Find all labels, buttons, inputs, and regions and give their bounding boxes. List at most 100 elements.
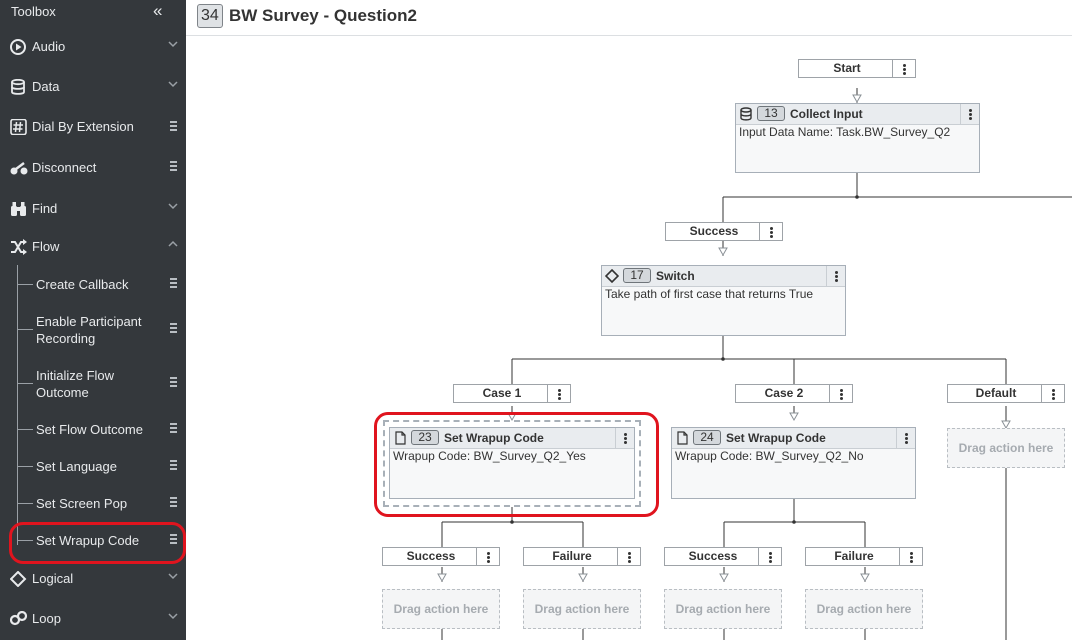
drag-handle-icon[interactable] <box>170 460 177 473</box>
binoculars-icon <box>11 202 26 216</box>
more-options-icon[interactable] <box>476 548 499 565</box>
case-label: Case 1 <box>482 386 522 400</box>
node-title: Collect Input <box>790 107 863 121</box>
drop-zone-default[interactable]: Drag action here <box>947 428 1065 468</box>
flow-item-label: Set Flow Outcome <box>36 422 143 437</box>
flow-item-initialize-flow-outcome[interactable]: Initialize Flow Outcome <box>0 366 186 402</box>
flow-item-label: Enable Participant Recording <box>36 314 142 346</box>
more-options-icon[interactable] <box>547 385 570 402</box>
drop-zone[interactable]: Drag action here <box>382 589 500 629</box>
category-logical[interactable]: Logical <box>0 564 186 594</box>
more-options-icon[interactable] <box>899 548 922 565</box>
category-audio[interactable]: Audio <box>0 32 186 62</box>
chevron-down-icon <box>168 41 178 48</box>
task-number-badge: 34 <box>197 4 223 28</box>
node-number-badge: 24 <box>693 430 721 445</box>
document-icon <box>395 431 406 445</box>
drop-zone[interactable]: Drag action here <box>664 589 782 629</box>
success-path-pill[interactable]: Success <box>665 222 783 241</box>
output-success-pill[interactable]: Success <box>664 547 782 566</box>
set-wrapup-code-node-yes[interactable]: 23 Set Wrapup Code Wrapup Code: BW_Surve… <box>389 427 635 499</box>
node-description: Input Data Name: Task.BW_Survey_Q2 <box>739 125 951 139</box>
collapse-toolbox-icon[interactable]: « <box>153 1 163 20</box>
category-label: Flow <box>32 239 60 254</box>
task-header: 34 BW Survey - Question2 <box>186 0 1072 36</box>
more-options-icon[interactable] <box>826 266 845 286</box>
node-number-badge: 17 <box>623 268 651 283</box>
flow-item-label: Set Language <box>36 459 117 474</box>
case-2-pill[interactable]: Case 2 <box>735 384 853 403</box>
switch-node[interactable]: 17 Switch Take path of first case that r… <box>601 265 846 336</box>
start-pill[interactable]: Start <box>798 59 916 78</box>
highlight-annotation <box>9 522 186 564</box>
category-loop[interactable]: Loop <box>0 604 186 634</box>
chevron-down-icon <box>168 203 178 210</box>
output-failure-pill[interactable]: Failure <box>523 547 641 566</box>
node-title: Switch <box>656 269 695 283</box>
connector-lines <box>437 88 1072 640</box>
path-label: Success <box>688 549 738 563</box>
drag-handle-icon[interactable] <box>170 377 177 390</box>
category-flow[interactable]: Flow <box>0 232 186 262</box>
case-label: Default <box>975 386 1017 400</box>
category-label: Audio <box>32 39 66 54</box>
more-options-icon[interactable] <box>617 548 640 565</box>
default-pill[interactable]: Default <box>947 384 1065 403</box>
diamond-icon <box>605 269 619 283</box>
highlight-annotation <box>374 412 659 517</box>
more-options-icon[interactable] <box>892 60 915 77</box>
flow-item-label: Set Wrapup Code <box>36 533 140 548</box>
node-title: Set Wrapup Code <box>444 431 544 445</box>
more-options-icon[interactable] <box>1041 385 1064 402</box>
category-dial-by-extension[interactable]: Dial By Extension <box>0 112 186 142</box>
more-options-icon[interactable] <box>758 548 781 565</box>
more-options-icon[interactable] <box>759 223 782 240</box>
node-description: Wrapup Code: BW_Survey_Q2_No <box>675 449 864 463</box>
flow-item-set-screen-pop[interactable]: Set Screen Pop <box>0 494 186 514</box>
play-circle-icon <box>10 39 26 55</box>
more-options-icon[interactable] <box>615 428 634 448</box>
case-1-pill[interactable]: Case 1 <box>453 384 571 403</box>
case-label: Case 2 <box>764 386 804 400</box>
chevron-down-icon <box>168 81 178 88</box>
drag-handle-icon[interactable] <box>170 323 177 336</box>
disconnect-icon <box>10 162 28 175</box>
output-failure-pill[interactable]: Failure <box>805 547 923 566</box>
path-label: Success <box>689 224 739 238</box>
drop-zone[interactable]: Drag action here <box>523 589 641 629</box>
collect-input-node[interactable]: 13 Collect Input Input Data Name: Task.B… <box>735 103 980 173</box>
diamond-icon <box>10 571 27 587</box>
category-label: Data <box>32 79 60 94</box>
drop-zone[interactable]: Drag action here <box>805 589 923 629</box>
flow-item-create-callback[interactable]: Create Callback <box>0 275 186 295</box>
flow-item-enable-participant-recording[interactable]: Enable Participant Recording <box>0 312 186 348</box>
start-label: Start <box>833 61 861 75</box>
loop-icon <box>10 611 28 626</box>
category-label: Loop <box>32 611 61 626</box>
node-description: Wrapup Code: BW_Survey_Q2_Yes <box>393 449 586 463</box>
output-success-pill[interactable]: Success <box>382 547 500 566</box>
category-disconnect[interactable]: Disconnect <box>0 153 186 183</box>
more-options-icon[interactable] <box>829 385 852 402</box>
flow-item-set-language[interactable]: Set Language <box>0 457 186 477</box>
flow-item-set-flow-outcome[interactable]: Set Flow Outcome <box>0 420 186 440</box>
drag-handle-icon[interactable] <box>170 497 177 510</box>
database-icon <box>740 107 752 121</box>
set-wrapup-code-node-no[interactable]: 24 Set Wrapup Code Wrapup Code: BW_Surve… <box>671 427 916 499</box>
drag-handle-icon[interactable] <box>170 121 177 134</box>
chevron-down-icon <box>168 573 178 580</box>
category-data[interactable]: Data <box>0 72 186 102</box>
toolbox-title: Toolbox <box>11 4 56 19</box>
drag-handle-icon[interactable] <box>170 161 177 174</box>
category-find[interactable]: Find <box>0 194 186 224</box>
flow-canvas[interactable]: Start 13 Collect Input Input Data Name: … <box>186 36 1072 640</box>
drag-handle-icon[interactable] <box>170 423 177 436</box>
drag-handle-icon[interactable] <box>170 278 177 291</box>
path-label: Failure <box>834 549 874 563</box>
hash-box-icon <box>10 119 27 135</box>
path-label: Failure <box>552 549 592 563</box>
chevron-down-icon <box>168 613 178 620</box>
more-options-icon[interactable] <box>896 428 915 448</box>
node-number-badge: 13 <box>757 106 785 121</box>
more-options-icon[interactable] <box>960 104 979 124</box>
